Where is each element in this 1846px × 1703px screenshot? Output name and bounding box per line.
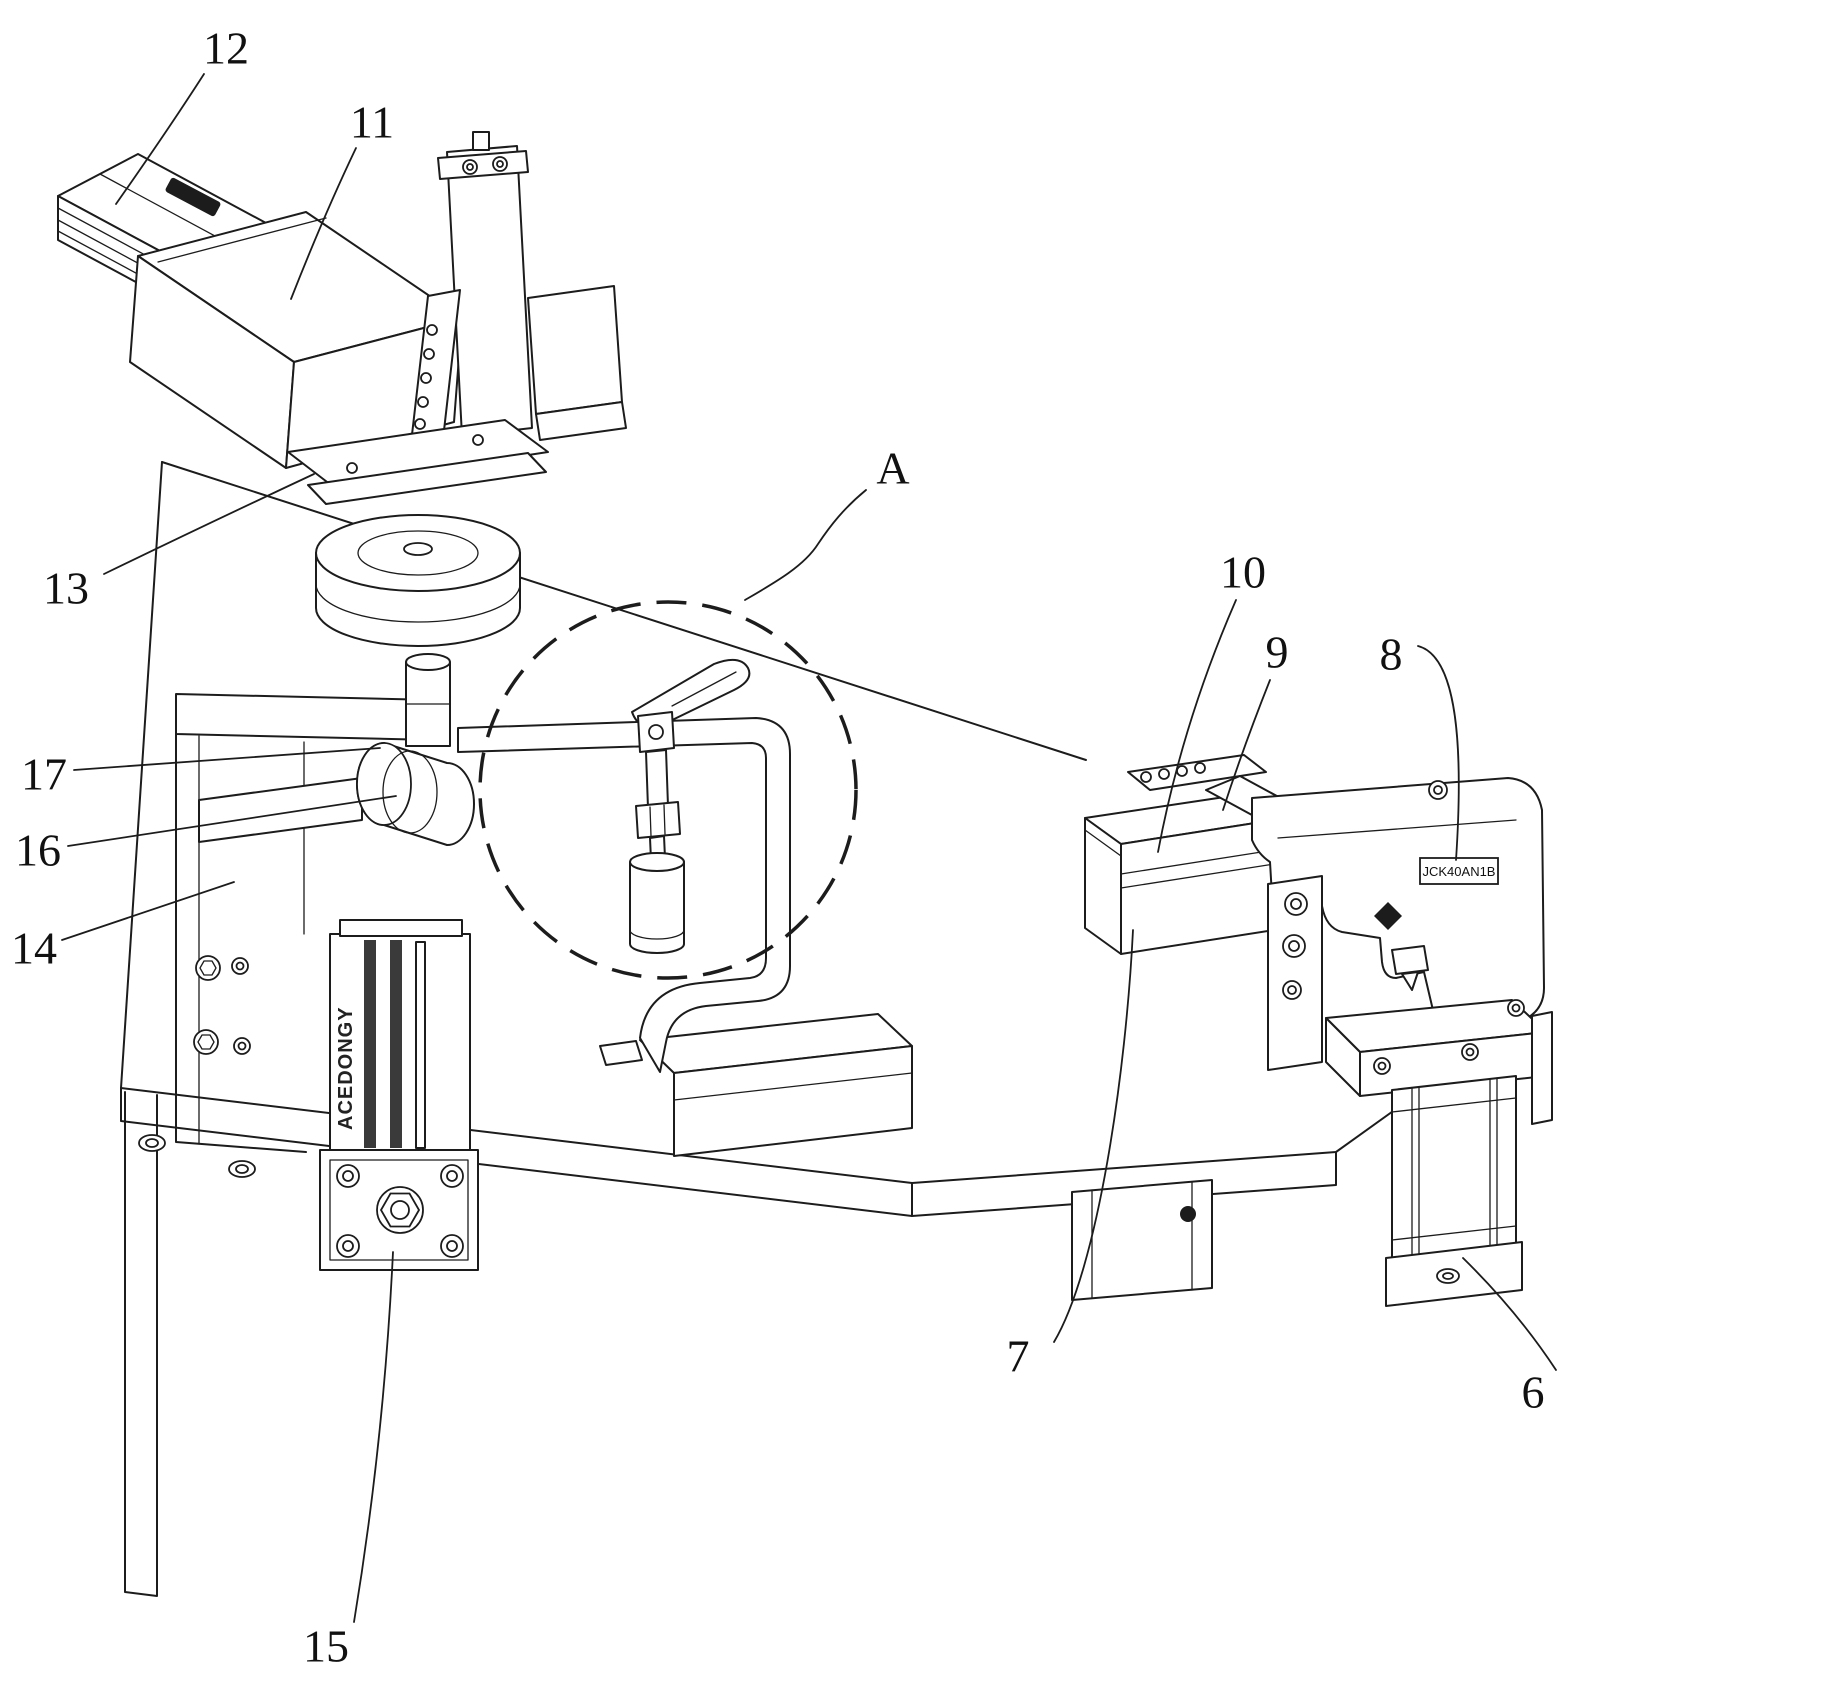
callouts: 12 11 13 A 17 16 14 15 xyxy=(11,23,1557,1672)
callout-17: 17 xyxy=(21,747,381,800)
clamp-c-frame xyxy=(457,717,791,1073)
leader-line-6 xyxy=(1462,1257,1557,1371)
leader-line-16 xyxy=(67,795,397,847)
diamond-mark xyxy=(1374,902,1402,930)
callout-8: 8 xyxy=(1380,629,1460,861)
callout-6: 6 xyxy=(1462,1257,1557,1418)
callout-14: 14 xyxy=(11,881,235,974)
punch-holder-plate xyxy=(1267,875,1323,1071)
leader-line-14 xyxy=(61,881,235,941)
callout-12: 12 xyxy=(115,23,249,205)
locating-hole xyxy=(1180,1206,1196,1222)
slide-marking: ACEDONGY xyxy=(335,1006,357,1130)
c-frame-punch: JCK40AN1B xyxy=(1251,777,1545,1031)
leader-line-9 xyxy=(1222,679,1271,811)
c-frame-label: JCK40AN1B xyxy=(1423,864,1496,879)
leader-line-A xyxy=(744,489,867,601)
leader-line-10 xyxy=(1157,599,1237,853)
callout-label-15: 15 xyxy=(303,1621,349,1672)
callout-7: 7 xyxy=(1007,929,1134,1382)
callout-label-17: 17 xyxy=(21,749,67,800)
base-plate xyxy=(120,461,1471,1597)
slide-unit: ACEDONGY xyxy=(319,919,479,1271)
leader-line-7 xyxy=(1053,929,1134,1343)
gripper-head xyxy=(287,419,549,647)
callout-label-13: 13 xyxy=(43,563,89,614)
callout-A: A xyxy=(744,443,910,601)
rail-badge xyxy=(165,177,221,217)
callout-label-10: 10 xyxy=(1220,547,1266,598)
c-frame-label-plate xyxy=(1419,857,1499,885)
callout-13: 13 xyxy=(43,473,315,614)
leader-line-13 xyxy=(103,473,315,575)
callout-label-8: 8 xyxy=(1380,629,1403,680)
callout-label-6: 6 xyxy=(1522,1367,1545,1418)
callout-label-14: 14 xyxy=(11,923,57,974)
callout-label-9: 9 xyxy=(1266,627,1289,678)
callout-label-7: 7 xyxy=(1007,1331,1030,1382)
toggle-clamp-lever xyxy=(629,658,751,954)
leader-line-11 xyxy=(290,147,357,300)
callout-label-12: 12 xyxy=(203,23,249,74)
air-cylinder xyxy=(1385,1075,1523,1307)
mount-frame xyxy=(175,693,437,1153)
leader-line-15 xyxy=(353,1251,394,1623)
callout-label-A: A xyxy=(876,443,909,494)
callout-15: 15 xyxy=(303,1251,394,1672)
clamp-pedestal xyxy=(599,1013,913,1157)
leader-line-8 xyxy=(1417,645,1460,861)
toggle-clamp xyxy=(457,658,791,1073)
callout-10: 10 xyxy=(1157,547,1266,853)
callout-label-16: 16 xyxy=(15,825,61,876)
callout-16: 16 xyxy=(15,795,397,876)
leader-line-17 xyxy=(73,747,381,771)
callout-9: 9 xyxy=(1222,627,1289,811)
support-block xyxy=(1071,1179,1213,1301)
callout-label-11: 11 xyxy=(350,97,394,148)
bracket-column xyxy=(409,131,627,453)
callout-11: 11 xyxy=(290,97,394,300)
detail-circle-A xyxy=(478,600,858,980)
leader-line-12 xyxy=(115,73,205,205)
clamp-cylinder xyxy=(356,653,475,846)
right-stack xyxy=(1084,754,1275,955)
